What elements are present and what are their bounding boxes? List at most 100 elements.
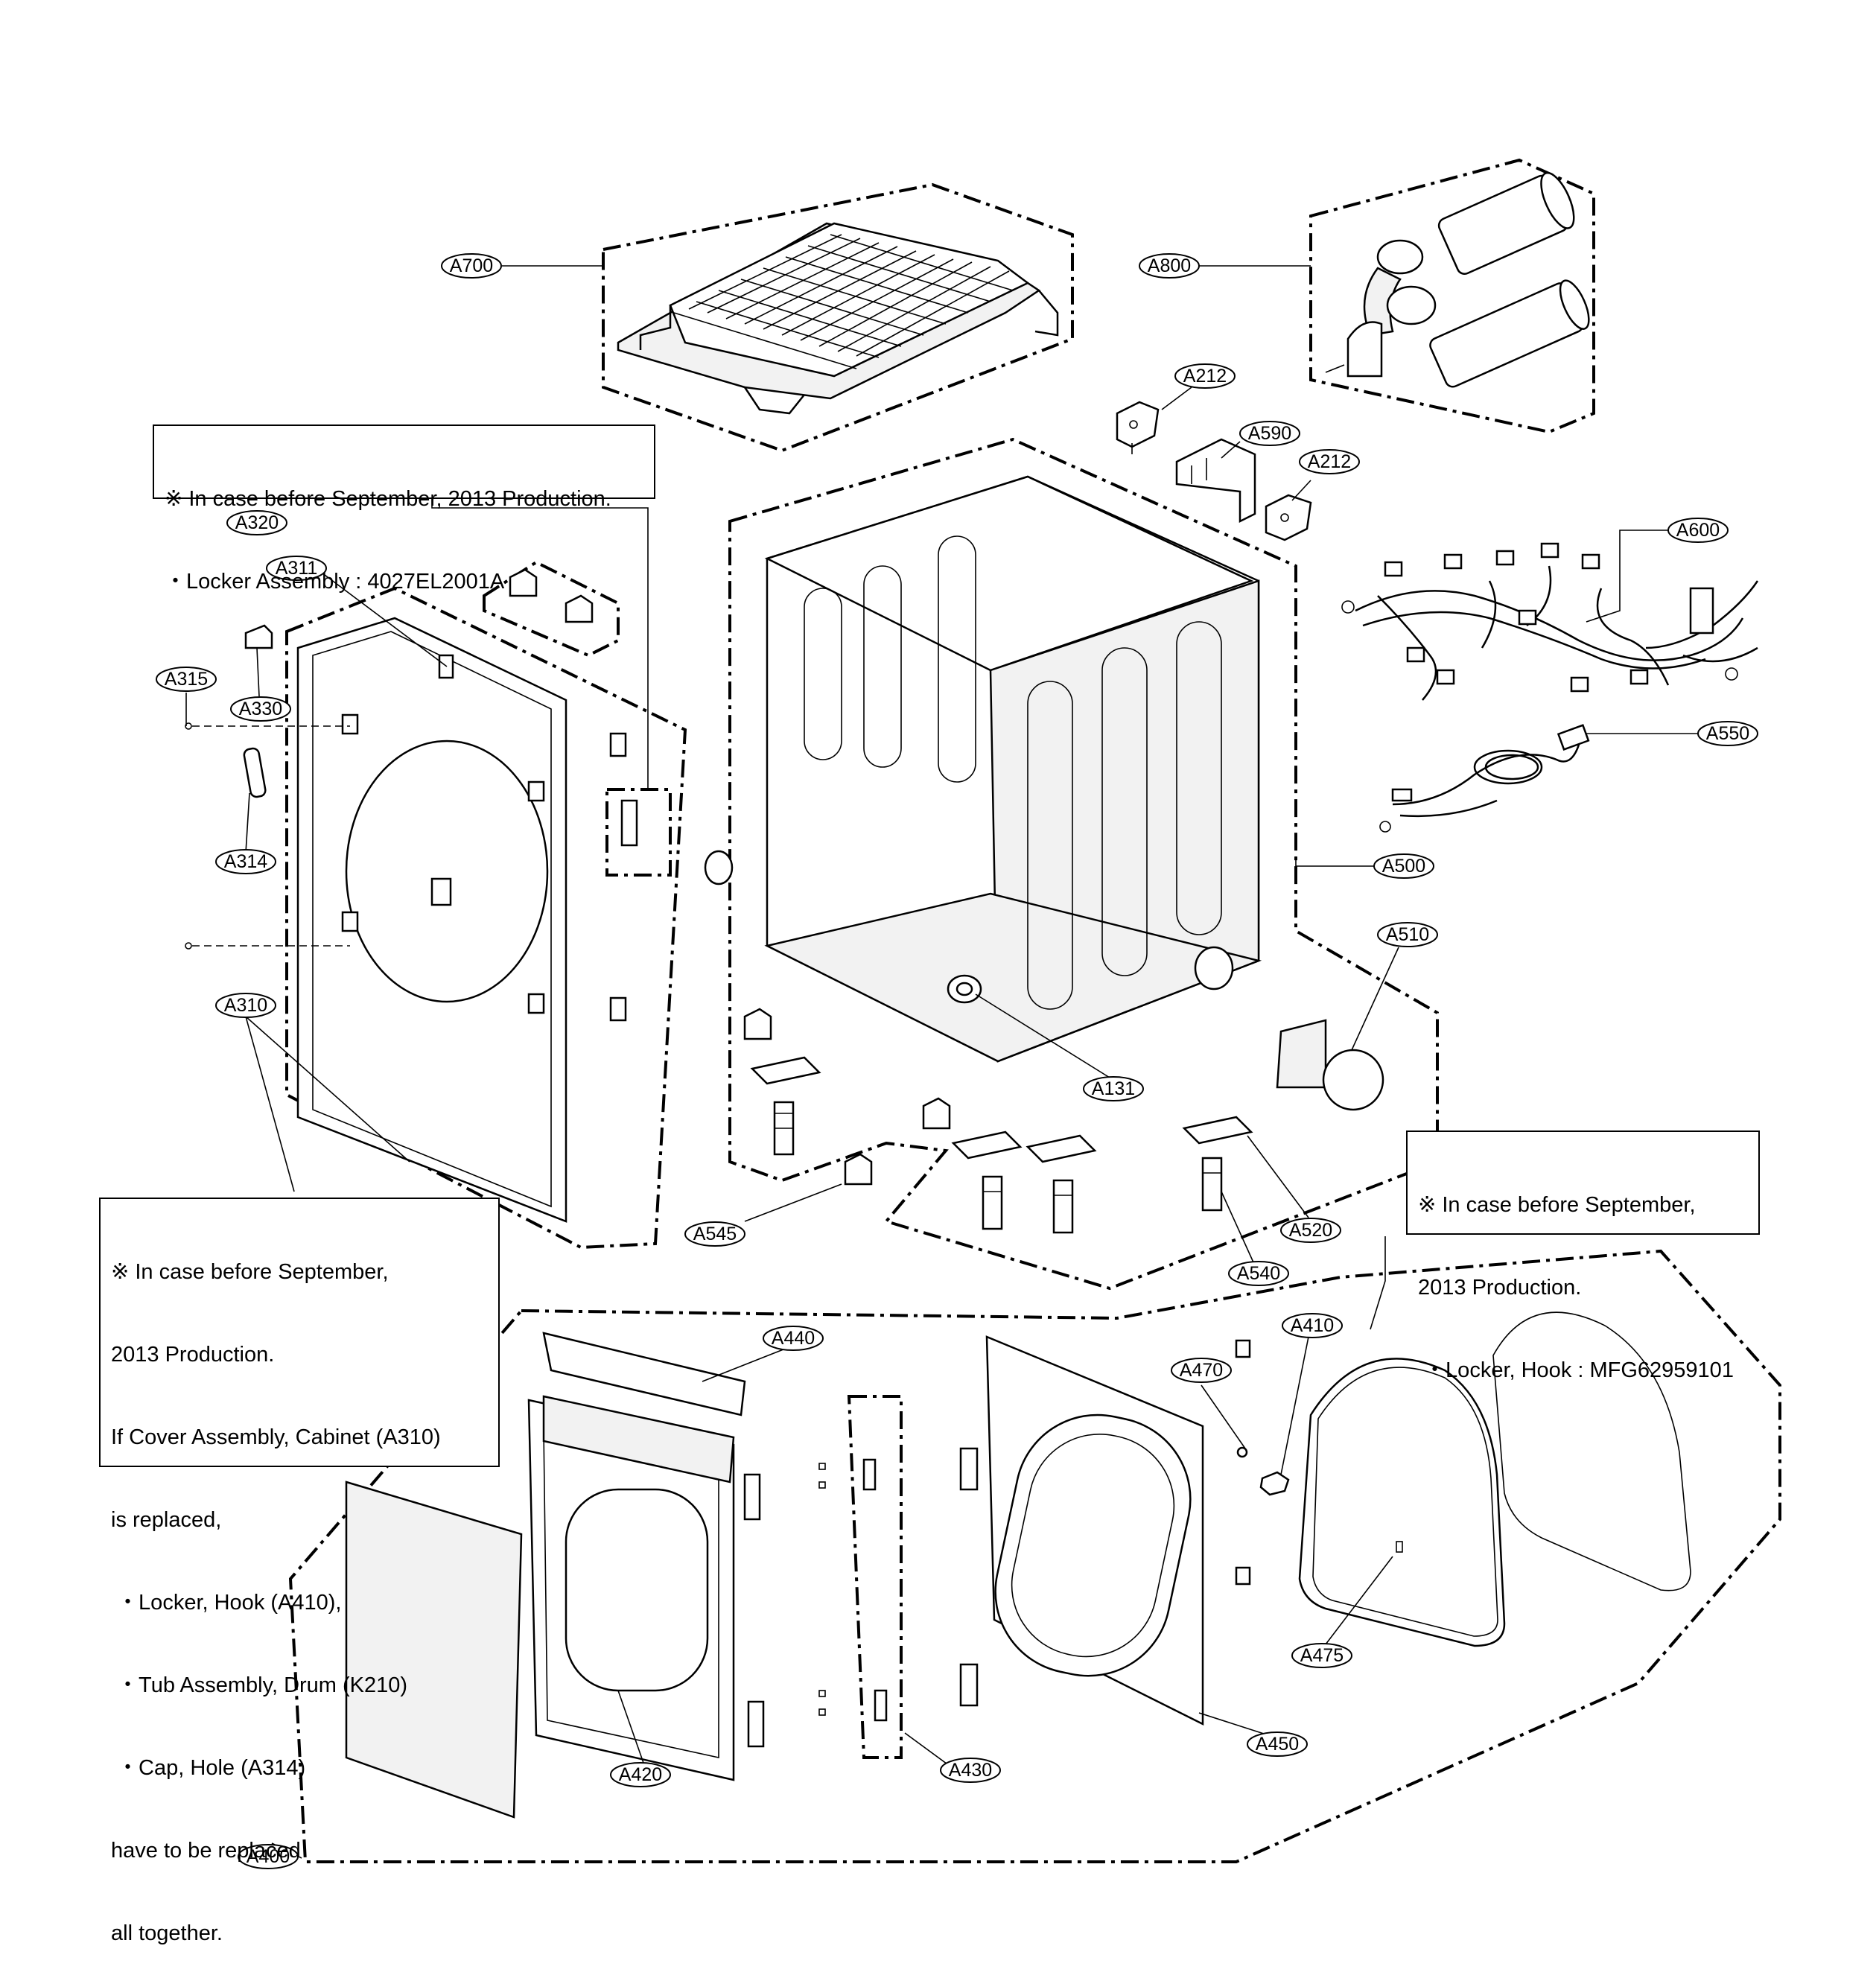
cabinet-base: [704, 475, 1262, 1063]
exhaust-vent: [1276, 1019, 1384, 1111]
note-line: ・Locker, Hook : MFG62959101: [1418, 1358, 1734, 1382]
a500-group-boundary: [728, 437, 1439, 1291]
door-gasket-a475: [1298, 1358, 1506, 1647]
callout-label: A310: [224, 995, 267, 1016]
callout-a430: A430: [940, 1758, 1001, 1783]
note-line: ※ In case before September,: [111, 1260, 389, 1284]
callout-label: A314: [224, 851, 267, 872]
callout-bubble: [1373, 853, 1434, 879]
note-line: ※ In case before September,: [1418, 1193, 1696, 1217]
callout-a314: A314: [215, 849, 276, 874]
callout-a800: A800: [1139, 253, 1200, 279]
note-line: ・Cap, Hole (A314): [111, 1756, 306, 1780]
callout-a475: A475: [1291, 1643, 1352, 1668]
callout-bubble: [238, 1844, 299, 1869]
callout-a590: A590: [1239, 421, 1300, 446]
callout-a470: A470: [1171, 1358, 1232, 1383]
callout-bubble: [1667, 518, 1729, 543]
callout-a500: A500: [1373, 853, 1434, 879]
group-boundaries: [285, 158, 1781, 1863]
callout-a410: A410: [1282, 1313, 1343, 1338]
note-line: ・Tub Assembly, Drum (K210): [111, 1673, 408, 1697]
note-line: If Cover Assembly, Cabinet (A310): [111, 1425, 441, 1449]
leveling-feet: [743, 1008, 1253, 1234]
callout-a545: A545: [684, 1221, 745, 1247]
callout-bubble: [684, 1221, 745, 1247]
callout-a510: A510: [1377, 922, 1438, 947]
callout-label: A550: [1706, 723, 1749, 744]
callout-a440: A440: [763, 1326, 824, 1351]
callout-label: A600: [1676, 520, 1720, 541]
a800-group-boundary: [1309, 158, 1595, 434]
callout-bubble: [1228, 1261, 1289, 1286]
leader-lines: [185, 265, 1698, 1859]
callout-label: A400: [247, 1846, 290, 1867]
callout-a700: A700: [441, 253, 502, 279]
callout-label: A212: [1308, 451, 1351, 472]
callout-bubble: [1697, 721, 1758, 746]
callout-bubble: [1174, 363, 1236, 389]
callout-a131: A131: [1083, 1076, 1144, 1101]
top-cover-grille: [617, 222, 1059, 415]
callout-bubble: [215, 849, 276, 874]
callout-bubble: [1171, 1358, 1232, 1383]
exhaust-duct-kit: [1325, 171, 1590, 388]
callout-bubble: [226, 510, 287, 535]
note-line: 2013 Production.: [111, 1343, 275, 1367]
callout-label: A800: [1148, 255, 1191, 276]
a400-group-boundary: [288, 1249, 1781, 1863]
callout-label: A590: [1248, 423, 1291, 444]
callout-bubble: [940, 1758, 1001, 1783]
callout-a600: A600: [1667, 518, 1729, 543]
door-outer-panel: [345, 1481, 523, 1819]
callout-a520: A520: [1280, 1218, 1341, 1243]
callout-label: A500: [1382, 856, 1425, 877]
motor-brackets: [1116, 401, 1312, 541]
wire-harness: [1341, 542, 1759, 701]
a430-strip-boundary: [847, 1395, 903, 1759]
callout-label: A320: [235, 512, 279, 533]
note-line: ・Locker Assembly : 4027EL2001A: [165, 570, 505, 594]
callout-label: A510: [1386, 924, 1429, 945]
callout-label: A450: [1256, 1734, 1299, 1755]
callout-bubble: [215, 993, 276, 1018]
callout-label: A545: [693, 1224, 737, 1244]
callout-label: A700: [450, 255, 493, 276]
callout-bubble: [1247, 1731, 1308, 1757]
a310-group-boundary: [285, 586, 687, 1250]
callout-a311: A311: [266, 556, 327, 581]
callout-label: A520: [1289, 1220, 1332, 1241]
note-line: is replaced,: [111, 1508, 222, 1532]
a311-group-boundary: [483, 560, 620, 658]
door-assembly: [345, 1311, 1691, 1819]
small-locker-parts: [185, 568, 594, 950]
callout-bubble: [156, 667, 217, 692]
a320-box: [605, 788, 672, 877]
callout-label: A470: [1180, 1360, 1223, 1381]
callout-a212-top: A212: [1174, 363, 1236, 389]
callout-bubble: [1282, 1313, 1343, 1338]
callout-label: A315: [165, 669, 208, 690]
callout-bubble: [1083, 1076, 1144, 1101]
callout-a315: A315: [156, 667, 217, 692]
callout-bubble: [1377, 922, 1438, 947]
callout-label: A311: [276, 558, 318, 579]
door-handle-a440: [542, 1332, 746, 1416]
callout-a320: A320: [226, 510, 287, 535]
note-line: have to be replaced: [111, 1839, 301, 1863]
note-line: ※ In case before September, 2013 Product…: [165, 487, 611, 511]
callout-a310: A310: [215, 993, 276, 1018]
note-line: all together.: [111, 1921, 223, 1945]
note-locker-hook: ※ In case before September, 2013 Product…: [1406, 1130, 1760, 1382]
door-glass: [1492, 1311, 1691, 1591]
callout-label: A410: [1291, 1315, 1334, 1336]
callout-bubble: [1291, 1643, 1352, 1668]
callout-bubble: [230, 696, 291, 722]
note-line: 2013 Production.: [1418, 1276, 1582, 1300]
callout-a450: A450: [1247, 1731, 1308, 1757]
callout-bubble: [1139, 253, 1200, 279]
callout-bubble: [441, 253, 502, 279]
callout-label: A131: [1092, 1078, 1135, 1099]
